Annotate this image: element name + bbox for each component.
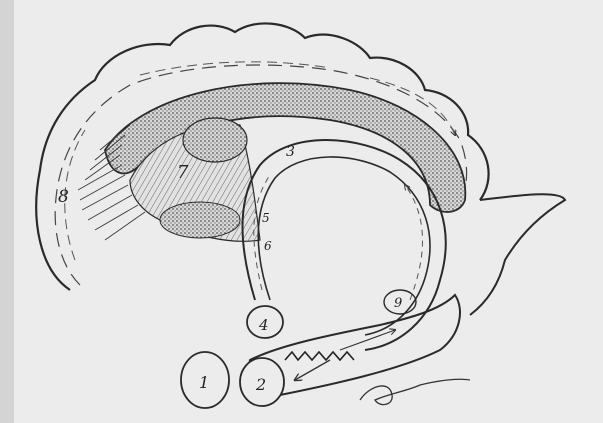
stippled-oval <box>183 118 247 162</box>
label-6: 6 <box>264 239 272 253</box>
paper-edge-shadow <box>0 0 14 423</box>
label-3: 3 <box>286 144 295 160</box>
label-9: 9 <box>394 296 402 311</box>
label-4: 4 <box>258 316 269 334</box>
label-2: 2 <box>255 375 266 394</box>
stippled-blob <box>160 202 240 238</box>
label-7: 7 <box>177 162 189 183</box>
label-1: 1 <box>199 373 209 392</box>
label-5: 5 <box>262 211 270 225</box>
label-8: 8 <box>58 187 69 207</box>
